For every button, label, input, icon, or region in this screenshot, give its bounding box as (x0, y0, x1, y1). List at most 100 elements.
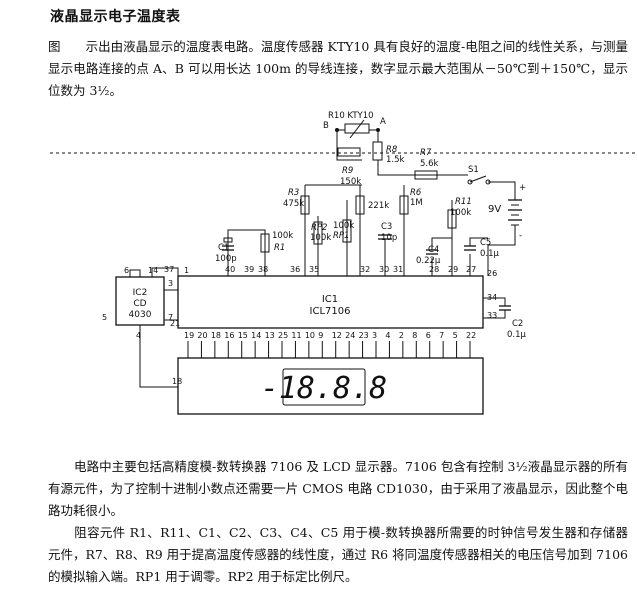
intro-paragraph: 图 示出由液晶显示的温度表电路。温度传感器 KTY10 具有良好的温度-电阻之间… (48, 39, 628, 98)
ic1-label: IC1 (322, 294, 338, 305)
ic1-bottom-pin: 11 (291, 331, 301, 340)
rp1-value: 100k (333, 221, 354, 231)
lcd-pin-18: 18 (172, 377, 182, 386)
ic1-bottom-pin: 24 (345, 331, 355, 340)
ic1-bottom-pin: 18 (211, 331, 221, 340)
r8-label: R8 (386, 145, 398, 155)
c5-label: C5 (480, 238, 491, 248)
ic1-top-pin: 31 (393, 265, 403, 274)
ic1-top-pins: 37 40 39 38 36 35 32 30 31 28 29 27 (164, 265, 476, 274)
r9-label: R9 (342, 166, 353, 176)
r11-label: R11 (455, 197, 472, 207)
lcd-display: -18.8.8 (177, 357, 484, 415)
ic1-bottom-pin: 22 (466, 331, 476, 340)
ic2-pin: 4 (136, 331, 141, 340)
r7-label: R7 (420, 148, 432, 158)
ic1-bottom-pin: 23 (359, 331, 369, 340)
ic1-right-pin: 26 (487, 269, 497, 278)
ic1-bottom-pin: 13 (265, 331, 275, 340)
c2-label: C2 (512, 319, 523, 329)
r4-value: 221k (368, 201, 389, 211)
ic1-top-pin: 27 (466, 265, 476, 274)
resistor-r7 (414, 170, 438, 180)
ic2-pin: 5 (102, 313, 107, 322)
ic1-bottom-pin: 4 (385, 331, 390, 340)
page-title: 液晶显示电子温度表 (50, 9, 181, 25)
ic1-part: ICL7106 (310, 306, 351, 317)
description-paragraph: 电路中主要包括高精度模-数转换器 7106 及 LCD 显示器。7106 包含有… (48, 456, 628, 522)
sensor-label: R10 KTY10 (328, 111, 374, 121)
ic1-bottom-pin: 14 (251, 331, 261, 340)
ic1-top-pin: 35 (309, 265, 319, 274)
ic1-top-pin: 32 (360, 265, 370, 274)
switch-s1-label: S1 (468, 165, 479, 175)
ic2-pin: 3 (168, 279, 173, 288)
ic1-top-pin: 30 (379, 265, 389, 274)
r9-value: 150k (340, 177, 361, 187)
ic1-bottom-pin: 2 (399, 331, 404, 340)
c5-value: 0.1μ (480, 249, 500, 259)
ic2-part: CD (133, 299, 146, 309)
rp1-label: RP1 (333, 231, 349, 241)
ic1-lcd-bus (187, 341, 471, 358)
c1-label: C1 (218, 243, 229, 253)
ic1-bottom-pin: 9 (318, 331, 323, 340)
r3-value: 475k (283, 199, 304, 209)
ic2-pin: 21 (170, 319, 180, 328)
r6-value: 1M (410, 198, 423, 208)
ic1-bottom-pin: 8 (412, 331, 417, 340)
ic1-bottom-pin: 7 (439, 331, 444, 340)
ic1-bottom-pin: 10 (305, 331, 315, 340)
ic1-bottom-pin: 3 (372, 331, 377, 340)
c1-value: 100p (215, 254, 237, 264)
ic1-bottom-pin: 15 (238, 331, 248, 340)
point-a-label: A (380, 117, 386, 127)
ic1-top-pin: 37 (164, 265, 174, 274)
resistor-r3 (300, 195, 310, 215)
battery-plus: + (519, 183, 526, 193)
point-b-label: B (323, 121, 329, 131)
c4-label: C4 (428, 245, 439, 255)
resistor-r11-left (260, 233, 270, 253)
description-text: 电路中主要包括高精度模-数转换器 7106 及 LCD 显示器。7106 包含有… (48, 459, 628, 518)
ic2-pin: 1 (184, 266, 189, 275)
ic1-bottom-pin: 19 (184, 331, 194, 340)
r6-label: R6 (410, 188, 422, 198)
ic1-bottom-pin: 6 (426, 331, 431, 340)
ic2-pin: 7 (168, 313, 173, 322)
switch-s1 (469, 175, 487, 183)
ic1-bottom-pin: 20 (197, 331, 207, 340)
ic1-top-pin: 36 (290, 265, 300, 274)
c4-value: 0.22μ (416, 256, 441, 266)
battery-minus: - (519, 231, 522, 241)
r8-value: 1.5k (386, 155, 405, 165)
ic2-label: IC2 (133, 288, 148, 298)
r11-value: 100k (450, 208, 471, 218)
lcd-readout: -18.8.8 (261, 371, 387, 406)
rp2-label: RP2 (311, 223, 327, 233)
sensor-r10 (344, 123, 370, 134)
ic2-pin: 14 (148, 266, 158, 275)
ic1-bottom-pin: 5 (453, 331, 458, 340)
ic1-top-pin: 39 (244, 265, 254, 274)
ic1-top-pin: 38 (258, 265, 268, 274)
ic1-bottom-pin: 12 (332, 331, 342, 340)
ic1-bottom-pin: 25 (278, 331, 288, 340)
components-text: 阻容元件 R1、R11、C1、C2、C3、C4、C5 用于模-数转换器所需要的时… (48, 525, 628, 584)
ic1-right-pin: 33 (487, 311, 497, 320)
ic1-bottom-pin: 16 (224, 331, 234, 340)
battery-label: 9V (488, 204, 501, 215)
ic1-top-pin: 29 (448, 265, 458, 274)
c3-label: C3 (381, 222, 392, 232)
ic2-pins: 6 14 3 5 7 4 21 1 (102, 266, 189, 340)
resistor-r9 (337, 147, 361, 157)
ic1-top-pin: 40 (225, 265, 235, 274)
ic1-top-pin: 28 (429, 265, 439, 274)
rp2-value: 100k (310, 233, 331, 243)
ic2-pin: 6 (124, 266, 129, 275)
r7-value: 5.6k (420, 159, 439, 169)
r3-label: R3 (288, 188, 299, 198)
